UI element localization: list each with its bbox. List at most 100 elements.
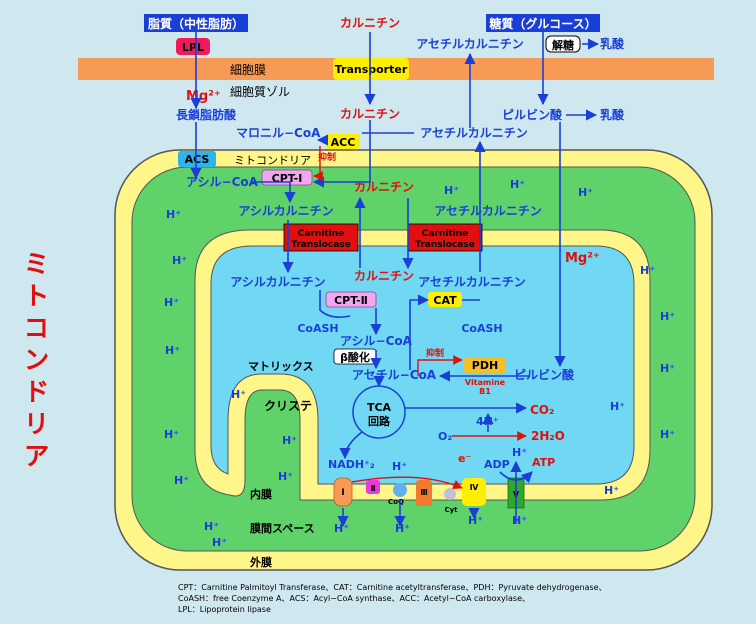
acylcarnitine-matrix: アシルカルニチン: [230, 275, 325, 289]
transporter-label: Transporter: [335, 63, 408, 76]
pyruvate-cytosol: ピルビン酸: [502, 107, 563, 122]
proton-label-group: H⁺ H⁺ H⁺ H⁺ H⁺ H⁺ H⁺ H⁺ H⁺ H⁺ H⁺ H⁺ H⁺ H…: [164, 178, 675, 549]
acyl-coa-matrix: アシル−CoA: [340, 334, 413, 348]
proton-label: H⁺: [174, 474, 189, 487]
matrix-label: マトリックス: [248, 360, 314, 373]
glycolysis-label: 解糖: [552, 38, 574, 52]
proton-label: H⁺: [578, 186, 593, 199]
h2o-label: 2H₂O: [531, 429, 565, 443]
cristae-label: クリステ: [264, 399, 312, 413]
complex-i-label: Ⅰ: [341, 488, 344, 498]
proton-label: H⁺: [212, 536, 227, 549]
adp-label: ADP: [484, 458, 510, 471]
proton-label: H⁺: [604, 484, 619, 497]
fat-label-box: [144, 14, 248, 32]
complex-iii-label: Ⅲ: [420, 488, 428, 497]
lpl-badge: [176, 38, 210, 55]
tca-label-2: 回路: [368, 414, 391, 428]
complex-ii-label: Ⅱ: [370, 484, 375, 493]
pathway-arrows: [190, 32, 600, 528]
complex-iv: [462, 478, 486, 506]
proton-label: H⁺: [166, 208, 181, 221]
complex-i: [333, 477, 353, 507]
proton-label: H⁺: [204, 520, 219, 533]
inhibition-arrows: [313, 146, 527, 490]
acetylcarnitine-out: アセチルカルニチン: [416, 37, 523, 51]
co2-label: CO₂: [530, 403, 554, 417]
translocase-left-line2: Translocase: [291, 240, 351, 250]
sugar-label: 糖質（グルコース）: [489, 16, 596, 31]
o2-label: O₂: [438, 430, 452, 443]
proton-label: H⁺: [278, 470, 293, 483]
complex-iii: [416, 480, 432, 506]
arrow-carnitine-cpt1: [312, 120, 371, 188]
coq: [393, 483, 407, 497]
cpt2-label: CPT-Ⅱ: [334, 294, 368, 307]
acylcarnitine-ims: アシルカルニチン: [238, 204, 333, 218]
proton-label: H⁺: [510, 178, 525, 191]
proton-label: H⁺: [172, 254, 187, 267]
inhibit-label-1: 抑制: [318, 151, 336, 163]
acc-badge: [326, 134, 360, 149]
inhibit-label-2: 抑制: [426, 347, 444, 359]
proton-label: H⁺: [164, 428, 179, 441]
coash-right: CoASH: [461, 322, 502, 335]
proton-label: H⁺: [512, 446, 527, 459]
nadh-label: NADH⁺₂: [328, 458, 375, 471]
intermembrane-space-label: 膜間スペース: [250, 521, 315, 535]
proton-label: H⁺: [660, 428, 675, 441]
arrow-inhibit-cpt1: [313, 146, 323, 181]
proton-label: H⁺: [660, 310, 675, 323]
cell-membrane-label: 細胞膜: [230, 63, 266, 77]
mg-right: Mg²⁺: [565, 251, 600, 266]
outer-membrane-label: 外膜: [249, 555, 272, 569]
acyl-coa-cytosol: アシル−CoA: [186, 175, 259, 189]
proton-label: H⁺: [444, 184, 459, 197]
proton-label: H⁺: [640, 264, 655, 277]
lactate-cytosol: 乳酸: [600, 107, 625, 122]
cpt1-label: CPT-Ⅰ: [272, 172, 303, 185]
proton-label: H⁺: [231, 388, 246, 401]
acc-label: ACC: [331, 136, 356, 149]
acetyl-coa: アセチル−CoA: [352, 368, 437, 382]
carnitine-matrix: カルニチン: [354, 269, 414, 283]
arrow-inhibit-pdh: [417, 355, 463, 376]
carnitine-imm: カルニチン: [354, 180, 414, 194]
proton-label: H⁺: [164, 296, 179, 309]
acetylcarnitine-matrix: アセチルカルニチン: [418, 275, 525, 289]
side-label: ミトコンドリア: [19, 250, 49, 474]
cat-label: CAT: [433, 294, 457, 307]
coq-label: CoQ: [388, 498, 404, 506]
translocase-left: [283, 223, 359, 252]
acetylcarnitine-ims: アセチルカルニチン: [434, 204, 541, 218]
arrow-acetylcoa-cat: [409, 294, 430, 370]
arrow-tca-nadh: [339, 431, 363, 460]
vitamin-b1-line1: Vitamine: [465, 378, 506, 387]
mg-left: Mg²⁺: [186, 89, 221, 104]
coash-left: CoASH: [297, 322, 338, 335]
translocase-right-line2: Translocase: [415, 240, 475, 250]
pyruvate-matrix: ピルビン酸: [514, 367, 575, 382]
cytochrome-c: [444, 488, 456, 500]
lactate-top: 乳酸: [600, 36, 625, 51]
footnote-line-3: LPL：Lipoprotein lipase: [178, 605, 271, 614]
atp-label: ATP: [532, 456, 555, 469]
sugar-label-box: [486, 14, 600, 32]
proton-label: H⁺: [282, 434, 297, 447]
translocase-right-line1: Carnitine: [422, 229, 469, 239]
glycolysis-box: [545, 35, 581, 53]
proton-label: H⁺: [610, 400, 625, 413]
arrow-acylcarnitine-cpt2: [319, 290, 351, 318]
inner-membrane-label: 内膜: [250, 487, 272, 501]
matrix-area: [210, 245, 635, 485]
carnitine-top: カルニチン: [340, 16, 400, 30]
footnote-line-1: CPT：Carnitine Palmitoyl Transferase、CAT：…: [178, 583, 607, 592]
cyt-label: Cyt: [444, 506, 458, 514]
proton-label: H⁺: [660, 362, 675, 375]
proton-label: H⁺: [512, 514, 527, 527]
footnote-line-2: CoASH：free Coenzyme A、ACS：Acyl−CoA synth…: [178, 594, 530, 603]
pdh-label: PDH: [472, 359, 498, 372]
proton-label: H⁺: [392, 460, 407, 473]
complex-iv-label: Ⅳ: [470, 483, 479, 492]
